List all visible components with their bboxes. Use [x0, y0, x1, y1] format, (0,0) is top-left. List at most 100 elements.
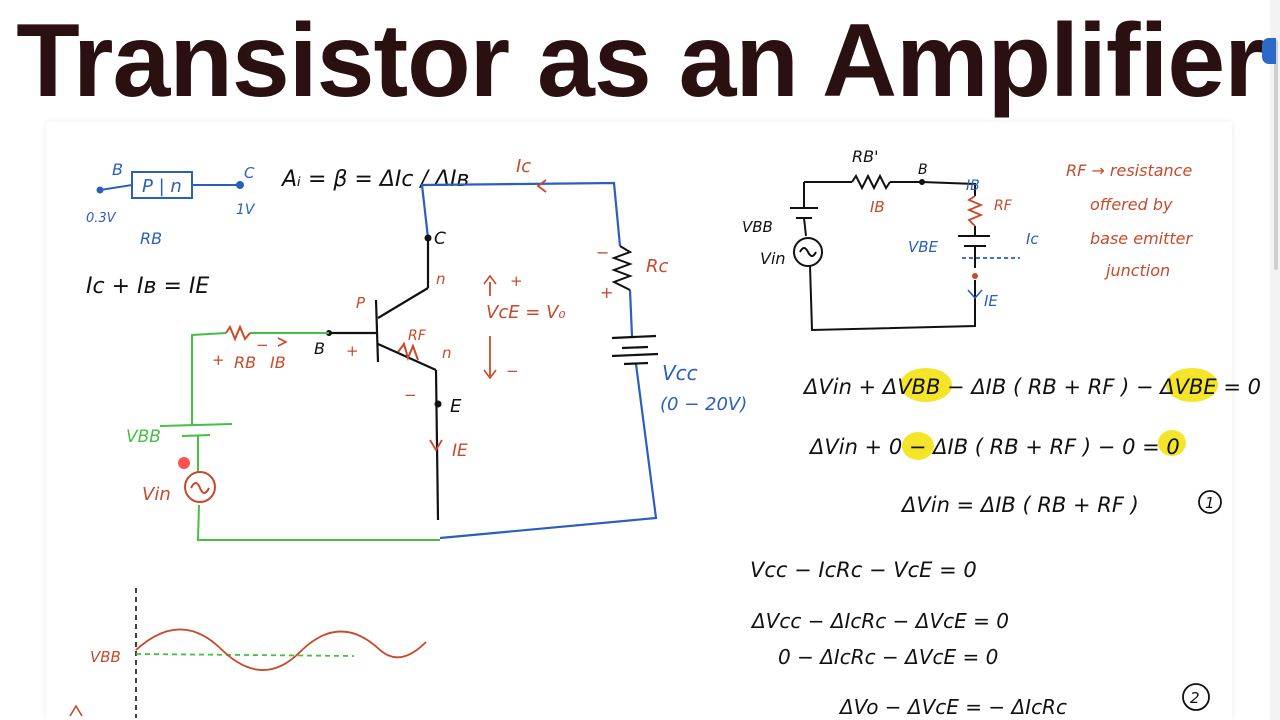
page-title: Transistor as an Amplifier: [16, 3, 1264, 119]
pn-terminal-dot: [236, 181, 244, 189]
ic-top-label: Ic: [516, 156, 531, 177]
emitter-wire: [434, 369, 440, 521]
vin-sine-glyph: [190, 482, 210, 494]
title-band: Transistor as an Amplifier: [0, 0, 1280, 122]
vce-plus-sign: +: [510, 272, 523, 290]
pn-rb-label: RB: [140, 229, 162, 248]
ib-arrow: [277, 337, 288, 347]
vbb-label: VBB: [126, 427, 161, 447]
equiv-ic-label: Ic: [1026, 230, 1039, 248]
collector-loop-wire: [420, 181, 658, 540]
rb-label: RB: [234, 353, 256, 372]
scrollbar[interactable]: [1270, 0, 1280, 720]
scrollbar-thumb[interactable]: [1274, 40, 1278, 270]
highlight-zero-1: [902, 432, 934, 460]
equiv-vbb-label: VBB: [742, 218, 773, 236]
pn-junction-sketch: [96, 171, 244, 199]
vce-arrow-up-head: [483, 274, 497, 285]
equiv-ie-arrow: [967, 289, 983, 300]
highlight-zero-2: [1158, 430, 1186, 456]
p-label: P: [356, 294, 366, 312]
base-loop-wire: [191, 332, 440, 541]
equation-7-tag-circle: [1182, 683, 1210, 711]
vcc-range-label: (0 − 20V): [660, 394, 747, 415]
equivalent-circuit: [790, 173, 990, 332]
rb-plus-sign: +: [212, 351, 225, 369]
c-label: C: [434, 229, 446, 249]
rc-minus-sign: −: [596, 243, 609, 262]
n-top-label: n: [436, 270, 446, 288]
transistor-symbol: [330, 238, 440, 521]
pn-c-label: C: [244, 164, 255, 182]
equation-5: ΔVcc − ΔIcRc − ΔVcE = 0: [750, 609, 1009, 633]
note-line-1: RF → resistance: [1066, 161, 1192, 180]
vce-label: VcE = V₀: [486, 302, 566, 323]
equiv-base-node: [919, 179, 925, 185]
equiv-ib-label: IB: [966, 178, 980, 194]
rf-resistor: [397, 341, 419, 362]
equation-3-tag: 1: [1205, 494, 1215, 512]
waveform-vbb-label: VBB: [90, 648, 121, 666]
note-line-2: offered by: [1090, 195, 1173, 214]
note-line-3: base emitter: [1090, 229, 1193, 248]
vcc-label: Vcc: [662, 361, 698, 385]
rc-label: Rc: [646, 256, 669, 277]
equiv-b-label: B: [918, 162, 928, 178]
equation-1: ΔVin + ΔVBB − ΔIB ( RB + RF ) − ΔVBE = 0: [802, 375, 1261, 399]
note-line-4: junction: [1104, 261, 1170, 280]
current-sum-formula: Ic + Iв = IE: [86, 274, 209, 299]
equation-4: Vcc − IcRc − VcE = 0: [750, 558, 977, 582]
equiv-rf-label: RF: [994, 198, 1013, 214]
current-gain-formula: Aᵢ = β = ΔIc / ΔIв: [280, 167, 469, 192]
equiv-rf-resistor: [966, 195, 984, 227]
base-resistor: [225, 324, 251, 342]
whiteboard-sheet: [46, 122, 1232, 720]
ic-arrow: [536, 179, 547, 193]
equation-2: ΔVin + 0 − ΔIB ( RB + RF ) − 0 = 0: [808, 435, 1180, 459]
pn-b-label: B: [112, 160, 123, 179]
equation-7: ΔVo − ΔVcE = − ΔIcRc: [838, 695, 1067, 719]
transistor-base-bar: [374, 299, 380, 363]
pn-base-lead: [99, 184, 133, 191]
pn-base-dot: [96, 186, 104, 194]
waveform-sine: [135, 628, 427, 671]
collector-node: [424, 234, 432, 242]
vbb-battery: [159, 423, 233, 472]
vin-label: Vin: [142, 484, 171, 505]
cursor-pointer-dot: [178, 457, 190, 469]
ib-label: IB: [270, 353, 286, 372]
equation-7-tag: 2: [1190, 689, 1200, 707]
n-bottom-label: n: [442, 344, 452, 362]
equiv-vbe-label: VBE: [908, 238, 939, 256]
vce-arrow-down-head: [483, 369, 497, 380]
pn-left-voltage: 0.3V: [86, 211, 117, 226]
ie-label: IE: [452, 441, 468, 461]
equiv-emitter-node: [972, 273, 978, 279]
emitter-node: [434, 400, 442, 408]
pn-box-label: P | n: [142, 176, 182, 197]
waveform-dc-level: [135, 653, 355, 657]
pn-right-voltage: 1V: [236, 202, 256, 218]
transistor-collector-leg: [377, 287, 429, 319]
vin-source: [184, 471, 216, 503]
b-label: B: [314, 339, 325, 358]
highlight-dvbe: [1166, 368, 1218, 402]
equation-3-tag-circle: [1198, 490, 1222, 514]
highlight-dvbb: [900, 368, 952, 402]
e-label: E: [450, 396, 462, 417]
ie-arrow: [429, 439, 443, 452]
waveform-arrow: [69, 704, 83, 717]
rc-plus-sign: +: [600, 283, 613, 302]
equiv-vin-label: Vin: [760, 249, 786, 268]
equation-6: 0 − ΔIcRc − ΔVcE = 0: [778, 645, 998, 669]
side-tab-icon[interactable]: [1262, 38, 1276, 64]
equiv-jb-label: IB: [870, 198, 885, 216]
equiv-rb-label: RB': [852, 147, 879, 166]
vcc-battery: [611, 334, 659, 366]
collector-resistor: [611, 245, 633, 291]
rf-label: RF: [408, 328, 427, 344]
rb-minus-sign: −: [256, 336, 269, 354]
b-plus-sign: +: [346, 342, 359, 360]
equiv-ie-label: IE: [984, 292, 998, 310]
